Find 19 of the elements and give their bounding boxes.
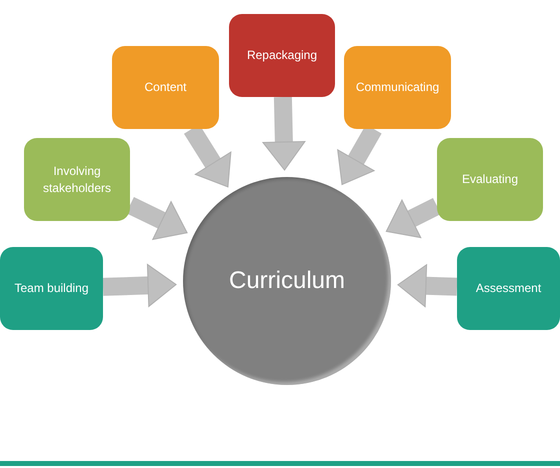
node-label: Team building bbox=[14, 280, 89, 297]
block-arrow bbox=[383, 198, 442, 239]
node-label: Communicating bbox=[356, 79, 440, 96]
process-box bbox=[229, 14, 335, 97]
block-arrow bbox=[102, 264, 177, 307]
process-box bbox=[112, 46, 219, 129]
node-label: Assessment bbox=[476, 280, 542, 297]
process-box bbox=[457, 247, 560, 330]
node-label: Content bbox=[144, 79, 187, 96]
block-arrow bbox=[262, 96, 306, 170]
node-label: Involving stakeholders bbox=[42, 163, 112, 196]
process-box bbox=[0, 247, 103, 330]
node-label: Evaluating bbox=[462, 171, 518, 188]
process-box bbox=[437, 138, 543, 221]
block-arrow bbox=[126, 197, 190, 240]
node-label: Curriculum bbox=[228, 266, 345, 296]
node-label: Repackaging bbox=[246, 47, 318, 64]
process-box bbox=[24, 138, 130, 221]
process-box bbox=[344, 46, 451, 129]
